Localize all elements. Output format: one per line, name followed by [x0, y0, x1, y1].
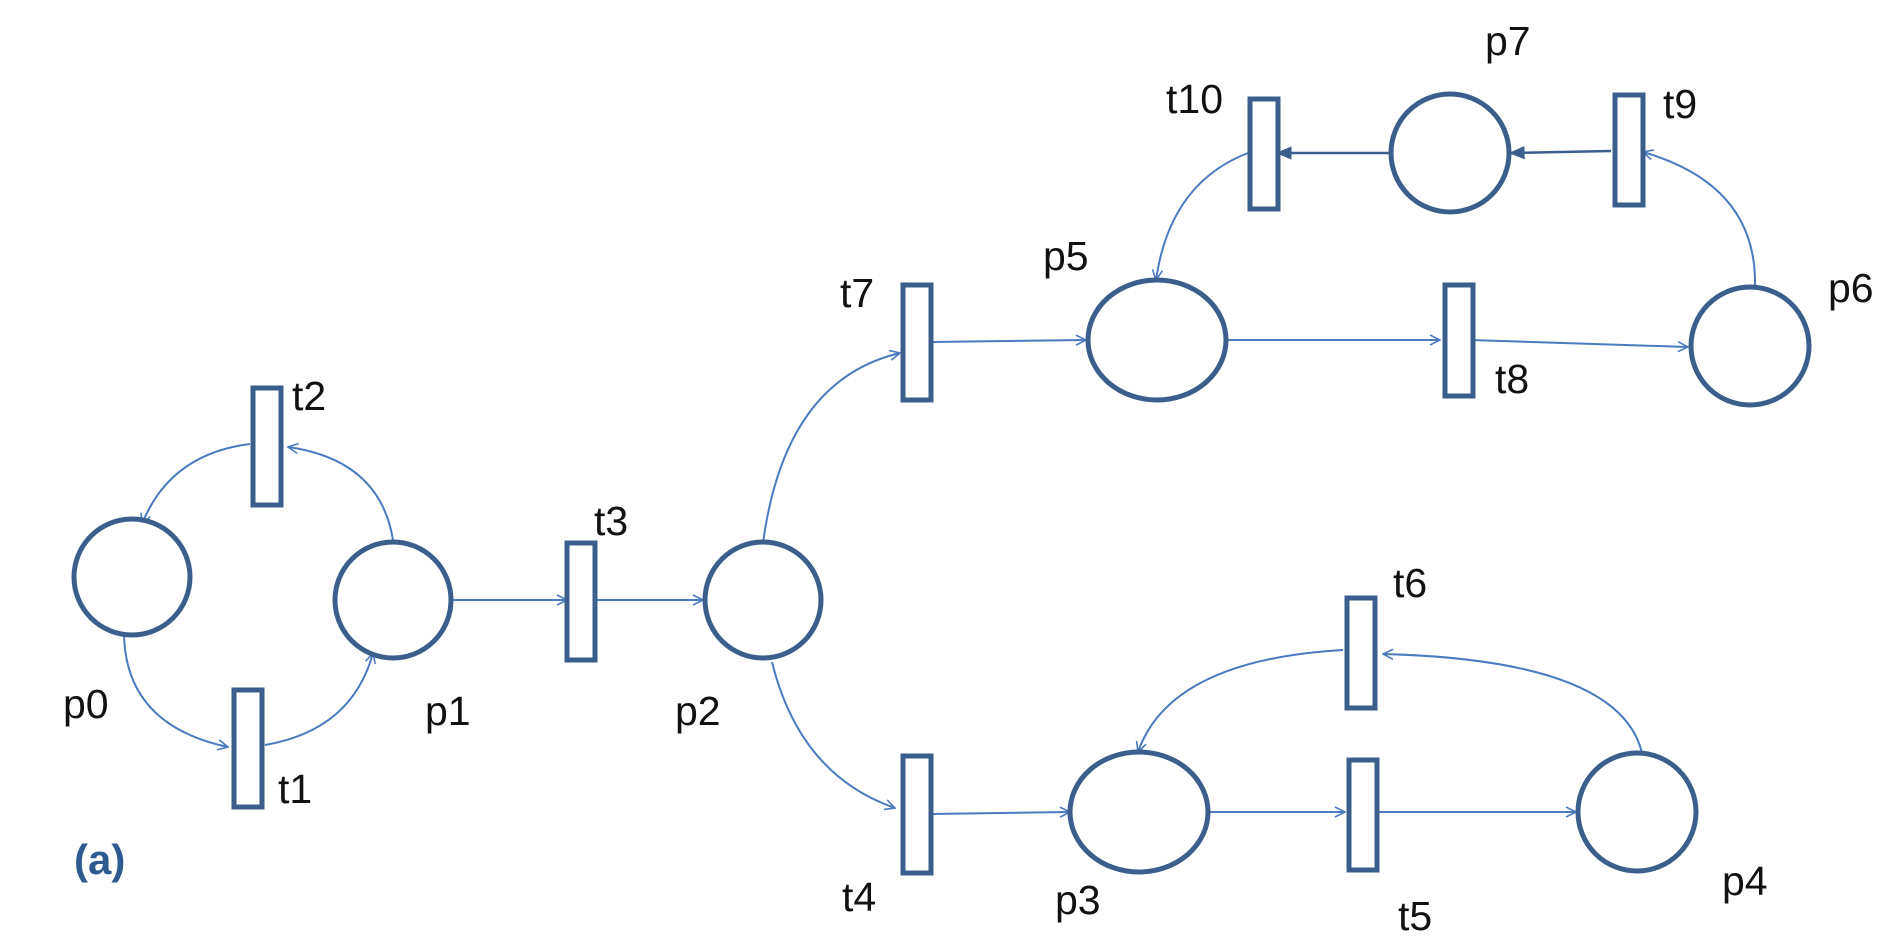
label-p2: p2 — [675, 688, 721, 734]
place-p6 — [1688, 284, 1812, 408]
label-p7: p7 — [1485, 18, 1531, 64]
label-p1: p1 — [425, 688, 471, 734]
transition-t3 — [564, 540, 598, 663]
transition-t8 — [1442, 282, 1476, 399]
label-t8: t8 — [1495, 356, 1529, 402]
transition-t10 — [1247, 96, 1281, 212]
label-p3: p3 — [1055, 877, 1101, 923]
arc-p6-t9 — [1643, 152, 1757, 287]
place-p3 — [1067, 749, 1211, 875]
label-p0: p0 — [63, 681, 109, 727]
arc-t1-p1 — [264, 653, 373, 746]
transition-t4 — [900, 753, 934, 876]
place-p4 — [1575, 750, 1699, 874]
transition-t9 — [1612, 92, 1646, 208]
label-p5: p5 — [1043, 233, 1089, 279]
label-t3: t3 — [594, 498, 628, 544]
label-t1: t1 — [278, 766, 312, 812]
figure-caption: (a) — [74, 836, 125, 883]
transition-t1 — [231, 687, 265, 810]
label-t5: t5 — [1398, 893, 1432, 939]
arc-p0-t1 — [123, 632, 228, 747]
arc-t9-p7 — [1508, 146, 1612, 160]
transition-t7 — [900, 282, 934, 403]
arc-t6-p3 — [1138, 649, 1344, 752]
arc-t7-p5 — [930, 340, 1086, 342]
place-p7 — [1388, 91, 1512, 215]
transition-t6 — [1344, 595, 1378, 711]
label-t6: t6 — [1393, 560, 1427, 606]
arc-p2-t4 — [771, 661, 895, 808]
place-p1 — [332, 539, 454, 661]
arc-p4-t6 — [1383, 654, 1643, 754]
arc-t2-p0 — [142, 443, 251, 524]
label-t2: t2 — [292, 373, 326, 419]
arc-t10-p5 — [1156, 152, 1249, 280]
arc-t8-p6 — [1469, 339, 1688, 347]
place-p0 — [71, 516, 193, 638]
label-t10: t10 — [1166, 76, 1223, 122]
label-p4: p4 — [1722, 858, 1768, 904]
place-p5 — [1085, 277, 1229, 403]
arc-p2-t7 — [762, 353, 900, 544]
arc-p1-t2 — [288, 447, 394, 541]
transition-t2 — [250, 385, 284, 508]
transition-t5 — [1346, 757, 1380, 873]
label-t7: t7 — [840, 270, 874, 316]
label-p6: p6 — [1828, 265, 1874, 311]
label-t9: t9 — [1663, 81, 1697, 127]
arc-t4-p3 — [930, 812, 1070, 814]
place-p2 — [702, 539, 824, 661]
label-t4: t4 — [842, 874, 876, 920]
